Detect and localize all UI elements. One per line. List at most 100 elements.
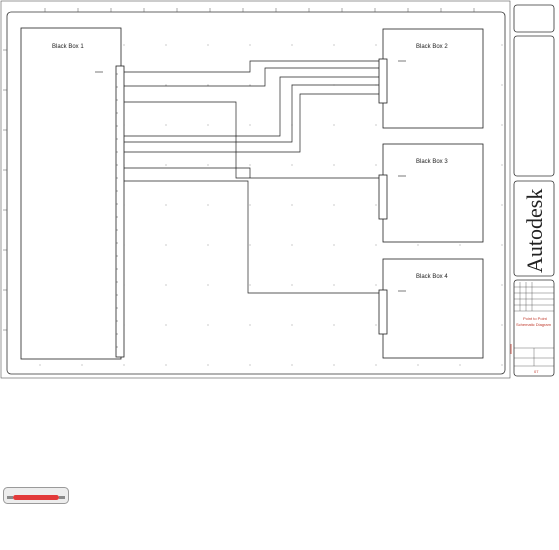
grid-dot (375, 44, 377, 46)
black-box-2-label: Black Box 2 (416, 44, 448, 50)
grid-dot (165, 44, 167, 46)
grid-dot (207, 84, 209, 86)
grid-dot (291, 284, 293, 286)
grid-dot (333, 324, 335, 326)
grid-dot (333, 124, 335, 126)
grid-dot (207, 364, 209, 366)
black-box-3-label: Black Box 3 (416, 159, 448, 165)
grid-dot (333, 284, 335, 286)
sheet-number: 07 (534, 369, 539, 374)
black-box-2[interactable]: Black Box 2 (378, 28, 484, 129)
grid-dot (501, 284, 503, 286)
grid-dot (333, 204, 335, 206)
grid-dot (165, 204, 167, 206)
grid-dot (249, 284, 251, 286)
grid-dot (249, 244, 251, 246)
grid-dot (291, 204, 293, 206)
grid-dot (417, 244, 419, 246)
grid-dot (375, 364, 377, 366)
wire-end-right (59, 496, 65, 499)
black-box-4-label: Black Box 4 (416, 274, 448, 280)
black-box-4-connector[interactable] (378, 289, 388, 335)
wire-1 (124, 60, 379, 73)
title-block: Autodesk Point to Point Schematic Diagra… (510, 4, 555, 377)
grid-dot (333, 164, 335, 166)
title-line-1: Point to Point (523, 316, 548, 321)
sheet-outer-frame (0, 0, 511, 379)
wire-3 (124, 101, 379, 179)
grid-dot (207, 204, 209, 206)
wire-7 (124, 167, 251, 178)
grid-dot (249, 84, 251, 86)
grid-dot (375, 244, 377, 246)
grid-dot (165, 164, 167, 166)
grid-dot (333, 364, 335, 366)
drawing-sheet[interactable]: Black Box 1 Black Box 2 Black Box 3 Blac… (0, 0, 559, 380)
grid-dot (501, 324, 503, 326)
grid-dot (501, 44, 503, 46)
grid-dot (459, 364, 461, 366)
title-line-2: Schematic Diagram (516, 322, 552, 327)
grid-dot (165, 364, 167, 366)
grid-dot (249, 364, 251, 366)
grid-dot (207, 284, 209, 286)
autodesk-logo: Autodesk (522, 189, 547, 273)
grid-dot (249, 324, 251, 326)
wire-colors-button-graphic[interactable] (3, 487, 69, 504)
wire-2 (124, 67, 379, 87)
grid-dot (417, 364, 419, 366)
wire-end-left (7, 496, 13, 499)
grid-dot (501, 244, 503, 246)
grid-dot (207, 124, 209, 126)
grid-dot (291, 164, 293, 166)
black-box-3-connector[interactable] (378, 174, 388, 220)
grid-dot (291, 44, 293, 46)
zone-ticks-top (44, 8, 475, 12)
grid-dot (249, 204, 251, 206)
grid-dot (207, 44, 209, 46)
grid-dot (375, 164, 377, 166)
zone-ticks-left (3, 49, 7, 331)
wires[interactable] (124, 60, 379, 294)
wire-6 (124, 93, 379, 153)
grid-dot (459, 244, 461, 246)
black-box-4[interactable]: Black Box 4 (378, 258, 484, 359)
grid-dot (165, 124, 167, 126)
black-box-1-pins (116, 73, 118, 348)
black-box-1-connector[interactable] (115, 65, 125, 358)
grid-dot (165, 244, 167, 246)
grid-dot (501, 164, 503, 166)
grid-dot (165, 284, 167, 286)
grid-dot (249, 44, 251, 46)
sheet-inner-frame (6, 11, 506, 375)
grid-dot (375, 204, 377, 206)
black-box-3[interactable]: Black Box 3 (378, 143, 484, 243)
grid-dot (375, 324, 377, 326)
grid-dot (291, 364, 293, 366)
grid-dot (291, 244, 293, 246)
grid-dot (375, 124, 377, 126)
grid-dot (501, 364, 503, 366)
grid-dot (165, 84, 167, 86)
grid-dot (333, 44, 335, 46)
grid-dot (39, 364, 41, 366)
grid-dot (81, 364, 83, 366)
grid-dot (291, 324, 293, 326)
grid-dot (207, 244, 209, 246)
wire-4 (124, 76, 379, 137)
grid-dot (165, 324, 167, 326)
grid-dot (249, 164, 251, 166)
grid-dot (501, 124, 503, 126)
grid-dot (375, 284, 377, 286)
black-box-1-label: Black Box 1 (52, 44, 84, 50)
black-box-2-connector[interactable] (378, 58, 388, 104)
wire-5 (124, 84, 379, 143)
grid-dot (249, 124, 251, 126)
grid-dot (333, 244, 335, 246)
grid-dot (123, 364, 125, 366)
grid-dot (501, 84, 503, 86)
grid-dot (207, 324, 209, 326)
black-box-1[interactable]: Black Box 1 (20, 27, 125, 360)
wire-8 (124, 180, 379, 294)
grid-dot (501, 204, 503, 206)
